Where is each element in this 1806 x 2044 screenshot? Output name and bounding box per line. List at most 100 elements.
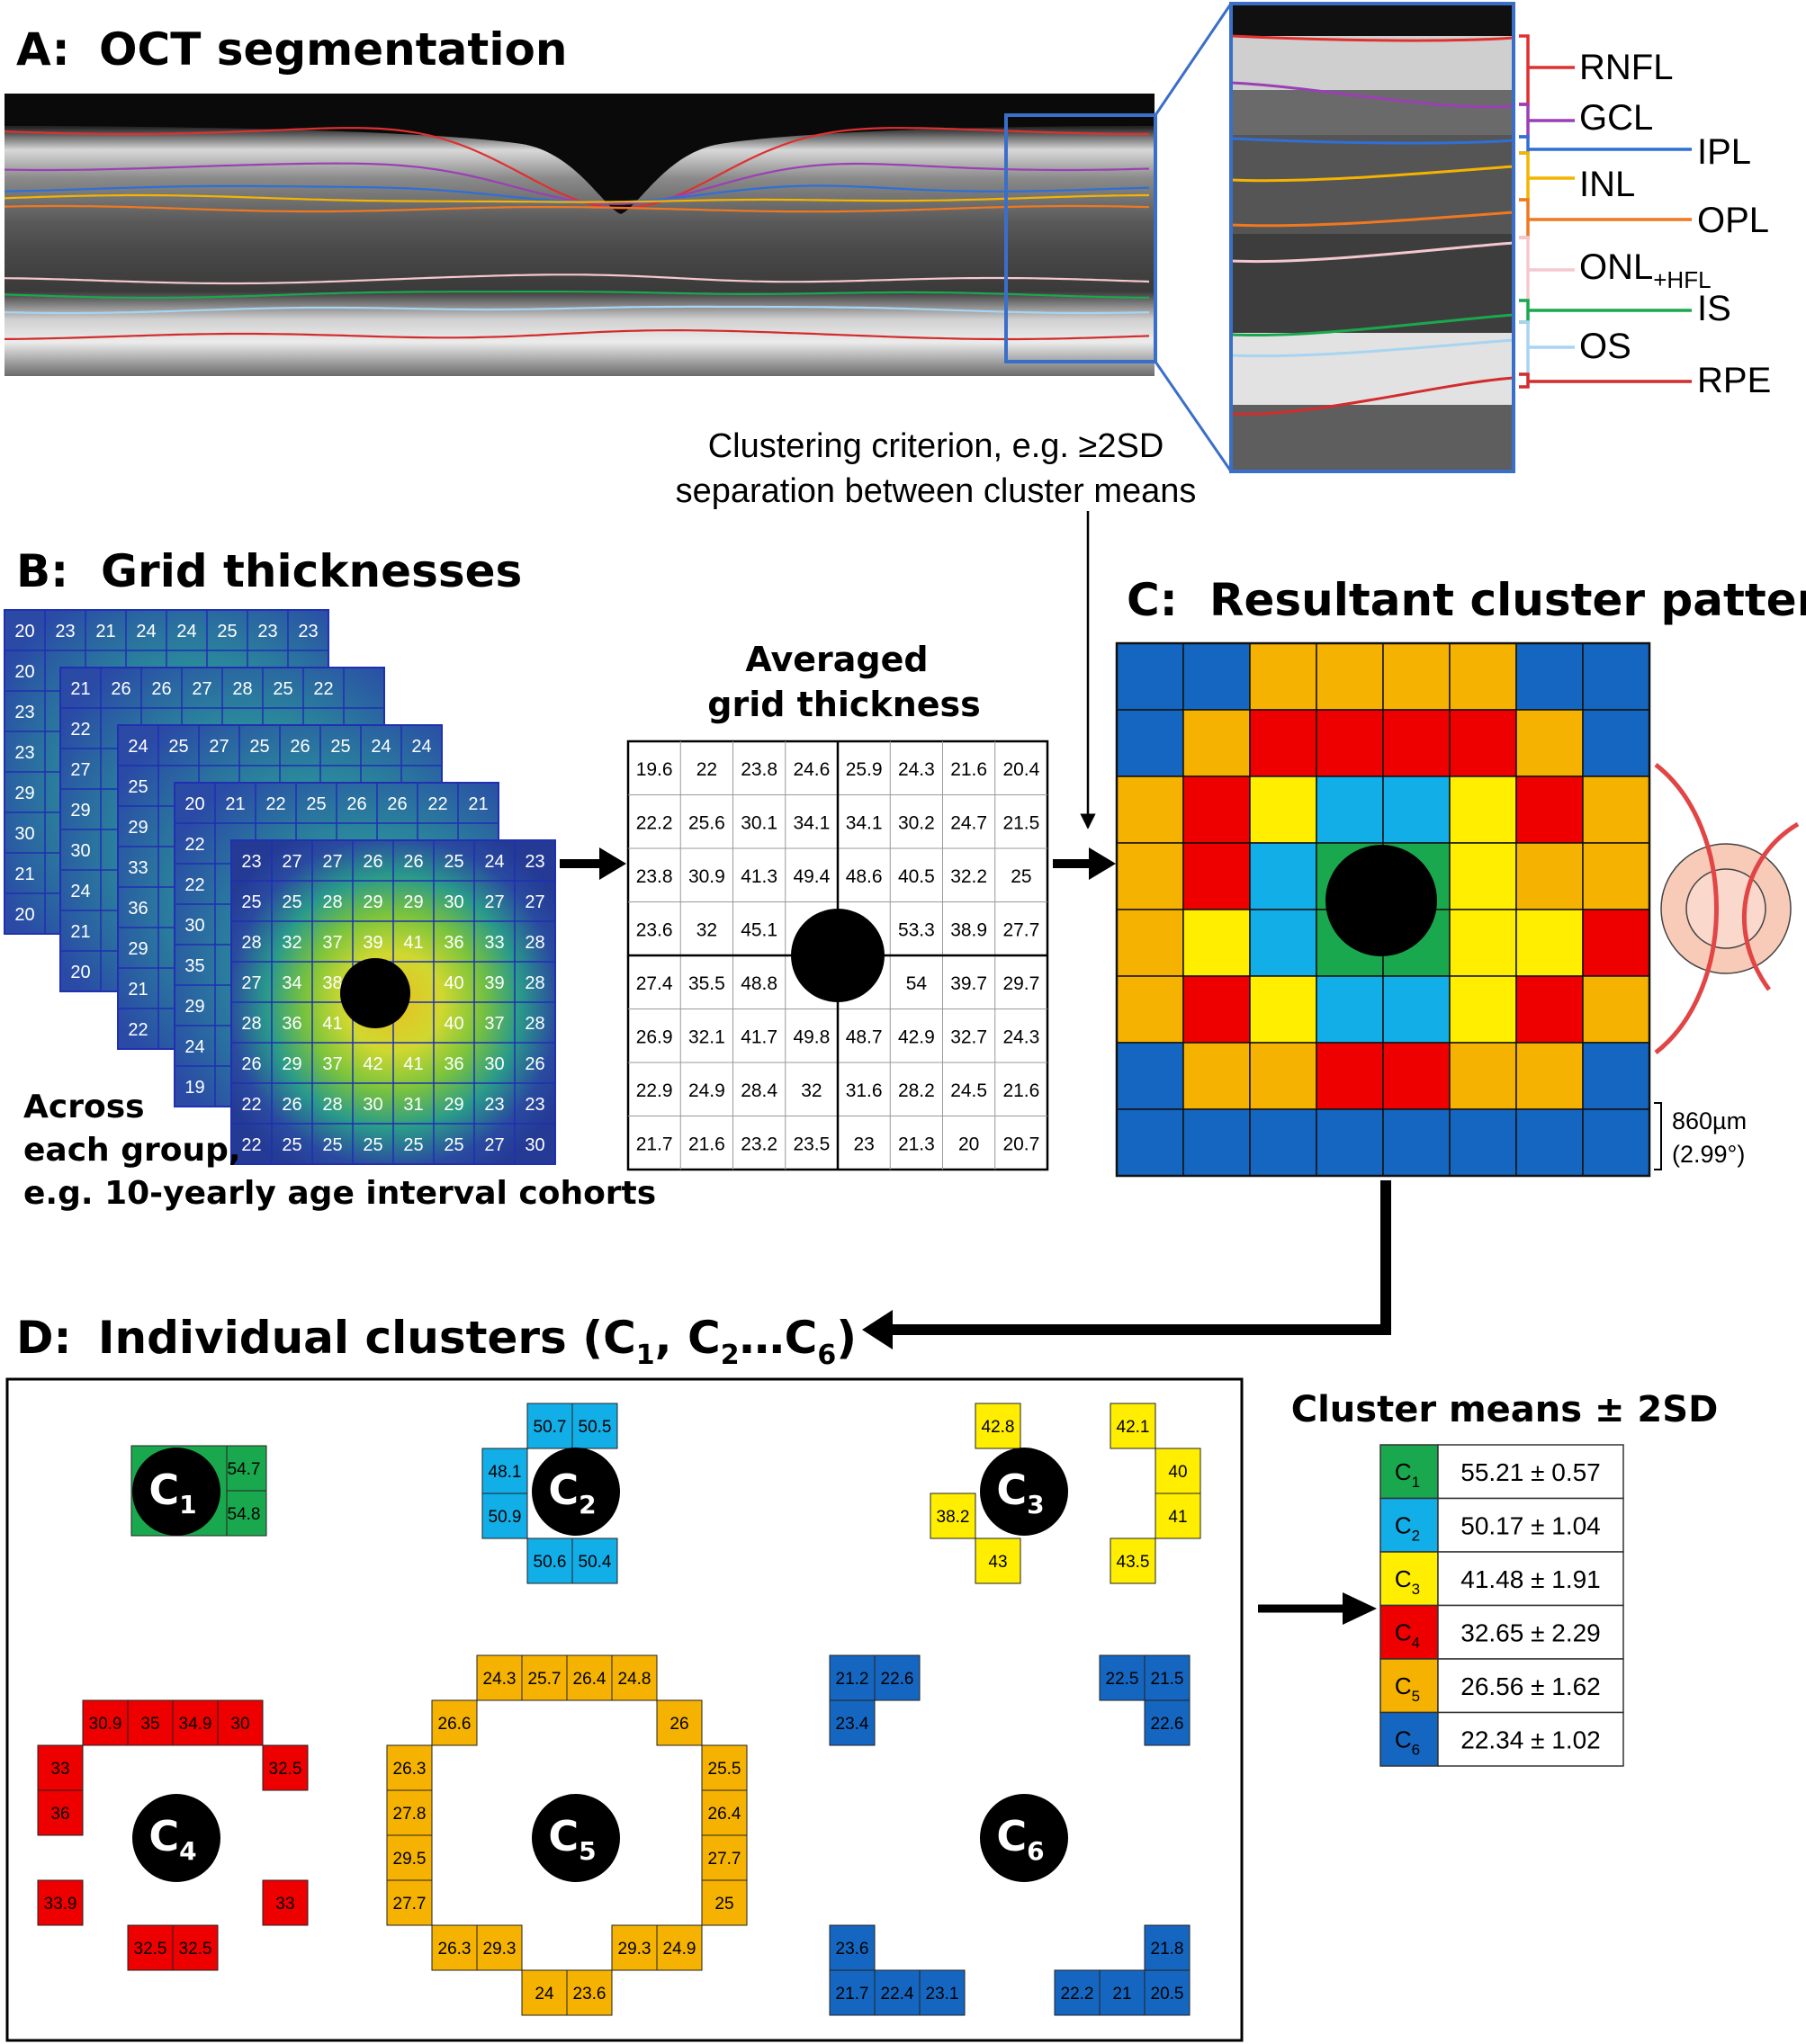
front-cell: 36	[444, 1054, 463, 1074]
cluster-cell-value: 36	[50, 1805, 69, 1824]
cluster-cell-value: 29.5	[393, 1850, 427, 1869]
front-cell: 27	[282, 852, 301, 872]
front-cell: 37	[322, 933, 342, 953]
cluster-cell	[431, 1699, 478, 1746]
stack-cell: 35	[184, 956, 204, 976]
avg-cell: 32.1	[688, 1026, 725, 1047]
stack-cell: 23	[257, 622, 277, 641]
front-cell: 30	[525, 1135, 544, 1155]
means-row-value: 41.48 ± 1.91	[1460, 1565, 1601, 1593]
stack-cell: 25	[306, 794, 326, 814]
front-cell: 29	[363, 892, 382, 912]
pattern-cell	[1116, 842, 1184, 910]
stack-cell: 20	[70, 963, 90, 982]
cluster-cell-value: 24.3	[483, 1670, 517, 1689]
front-cell: 39	[363, 933, 382, 953]
front-cell: 27	[241, 973, 261, 993]
oct-scan-image	[4, 94, 1155, 376]
pattern-cell	[1449, 1108, 1517, 1177]
panel-d-title-part-3: …C	[740, 1312, 818, 1364]
legend-label-onl: ONL+HFL	[1579, 247, 1712, 293]
cluster-cell	[611, 1924, 658, 1971]
stack-cell: 22	[265, 794, 285, 814]
oct-layer-line-is	[4, 291, 1150, 300]
avg-cell: 45.1	[741, 919, 777, 940]
pattern-cell	[1116, 975, 1184, 1044]
pattern-cell	[1116, 909, 1184, 977]
front-cell: 25	[282, 1135, 301, 1155]
panel-b-caption-1: Across	[23, 1089, 145, 1125]
pattern-cell	[1382, 642, 1451, 711]
cluster-cell-value: 54.8	[228, 1505, 261, 1524]
avg-cell: 54	[906, 973, 928, 994]
pattern-cell	[1249, 909, 1317, 977]
pattern-cell	[1249, 642, 1317, 711]
cluster-cell	[1099, 1654, 1146, 1701]
cluster-badge-label: C2	[548, 1466, 596, 1520]
cluster-cell	[874, 1654, 921, 1701]
cluster-cell	[481, 1493, 528, 1539]
cluster-cell	[262, 1744, 309, 1791]
avg-cell: 42.9	[898, 1026, 935, 1047]
cluster-cell	[1110, 1403, 1156, 1449]
front-cell: 28	[241, 1014, 261, 1034]
avg-cell: 41.7	[741, 1026, 777, 1047]
pattern-cell	[1582, 1042, 1650, 1110]
stack-cell: 27	[70, 760, 90, 780]
pattern-cell	[1182, 642, 1251, 711]
legend-label-is: IS	[1697, 289, 1731, 328]
stack-cell: 24	[411, 737, 431, 757]
averaged-title-2: grid thickness	[707, 685, 981, 724]
cluster-cell	[526, 1403, 573, 1449]
pattern-cell	[1316, 1108, 1384, 1177]
cluster-cell-value: 35	[140, 1715, 159, 1734]
stack-cell: 24	[128, 737, 148, 757]
avg-cell: 48.8	[741, 973, 777, 994]
pattern-cell	[1382, 775, 1451, 844]
zoom-layer-line-gcl	[1230, 81, 1514, 109]
scale-sublabel: (2.99°)	[1672, 1141, 1745, 1168]
cluster-cell-value: 26.3	[438, 1940, 472, 1959]
front-cell: 26	[403, 852, 423, 872]
pattern-cell	[1515, 842, 1584, 910]
cluster-cell	[481, 1448, 528, 1494]
avg-cell: 28.4	[741, 1080, 777, 1101]
stack-cell: 23	[14, 703, 34, 722]
avg-cell: 29.7	[1002, 973, 1039, 994]
pattern-cell	[1515, 1042, 1584, 1110]
cluster-badge-label: C6	[996, 1812, 1044, 1866]
front-cell: 23	[525, 852, 544, 872]
avg-cell: 49.4	[793, 866, 830, 887]
cluster-cell-value: 21.8	[1151, 1940, 1184, 1959]
pattern-cell	[1316, 975, 1384, 1044]
cluster-pattern-grid	[1115, 641, 1651, 1178]
stack-cell: 22	[128, 1020, 148, 1040]
legend-label-os: OS	[1579, 327, 1631, 366]
cluster-cell	[930, 1493, 976, 1539]
cluster-cell-value: 30.9	[89, 1715, 122, 1734]
stack-cell: 29	[184, 997, 204, 1017]
cluster-cell-value: 50.5	[579, 1418, 612, 1437]
cluster-cell-value: 54.7	[228, 1460, 261, 1479]
avg-cell: 30.9	[688, 866, 725, 887]
arrow-to-clusters	[862, 1180, 1391, 1349]
front-cell: 27	[525, 892, 544, 912]
pattern-cell	[1515, 975, 1584, 1044]
panel-b-letter: B:	[16, 545, 68, 597]
front-cell: 33	[484, 933, 504, 953]
cluster-cell-value: 21	[1112, 1985, 1131, 2004]
legend-bracket-is	[1519, 299, 1692, 324]
oct-zoom-frame	[1229, 2, 1515, 473]
front-cell: 41	[322, 1014, 342, 1034]
cluster-cell-value: 23.1	[926, 1985, 959, 2004]
pattern-cell	[1116, 1042, 1184, 1110]
criterion-line-1: Clustering criterion, e.g. ≥2SD	[708, 427, 1164, 465]
avg-cell: 22.2	[636, 812, 673, 833]
cluster-cell	[127, 1924, 174, 1971]
